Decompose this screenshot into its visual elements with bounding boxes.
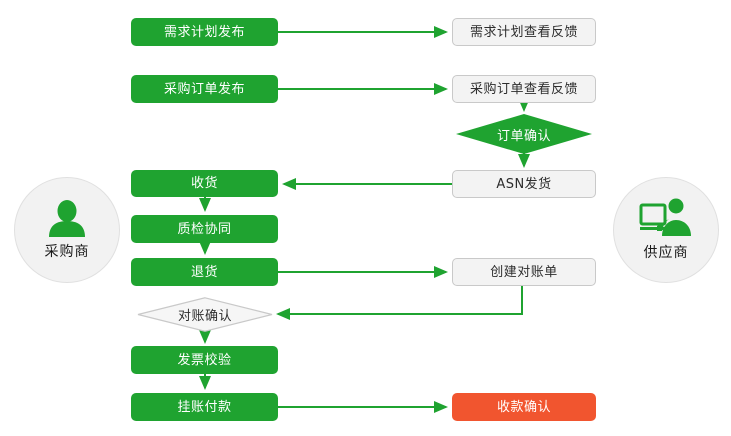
- node-quality-check[interactable]: 质检协同: [131, 215, 278, 243]
- node-demand-plan-feedback[interactable]: 需求计划查看反馈: [452, 18, 596, 46]
- node-label: 退货: [190, 264, 218, 280]
- person-icon: [45, 199, 89, 239]
- actor-buyer-label: 采购商: [44, 244, 90, 260]
- actor-buyer[interactable]: 采购商: [14, 177, 120, 283]
- node-po-feedback[interactable]: 采购订单查看反馈: [452, 75, 596, 103]
- node-asn-ship[interactable]: ASN发货: [452, 170, 596, 198]
- actor-supplier[interactable]: 供应商: [613, 177, 719, 283]
- edge-statement-to-confirm: [276, 286, 523, 320]
- node-label: 需求计划发布: [163, 24, 245, 40]
- node-label: 采购订单查看反馈: [469, 81, 578, 97]
- node-statement-confirm[interactable]: 对账确认: [137, 297, 273, 332]
- node-demand-plan-publish[interactable]: 需求计划发布: [131, 18, 278, 46]
- node-invoice-verify[interactable]: 发票校验: [131, 346, 278, 374]
- node-label: 订单确认: [496, 128, 551, 144]
- diamond-shape: [456, 114, 592, 154]
- node-payment-on-account[interactable]: 挂账付款: [131, 393, 278, 421]
- node-label: 对账确认: [177, 309, 232, 324]
- node-label: 收货: [190, 176, 218, 191]
- person-at-computer-icon: [639, 198, 693, 240]
- node-label: 收款确认: [496, 399, 551, 415]
- node-label: 创建对账单: [490, 264, 558, 280]
- node-receipt-confirm[interactable]: 收款确认: [452, 393, 596, 421]
- node-label: 发票校验: [177, 352, 232, 368]
- node-label: 挂账付款: [177, 399, 232, 415]
- node-receive-goods[interactable]: 收货: [131, 170, 278, 197]
- node-po-publish[interactable]: 采购订单发布: [131, 75, 278, 103]
- node-label: 采购订单发布: [163, 81, 245, 97]
- node-create-statement[interactable]: 创建对账单: [452, 258, 596, 286]
- node-label: 需求计划查看反馈: [469, 24, 578, 40]
- node-return-goods[interactable]: 退货: [131, 258, 278, 286]
- node-label: 质检协同: [177, 221, 232, 237]
- actor-supplier-label: 供应商: [643, 245, 689, 261]
- node-order-confirm[interactable]: 订单确认: [456, 114, 592, 154]
- node-label: ASN发货: [496, 176, 552, 192]
